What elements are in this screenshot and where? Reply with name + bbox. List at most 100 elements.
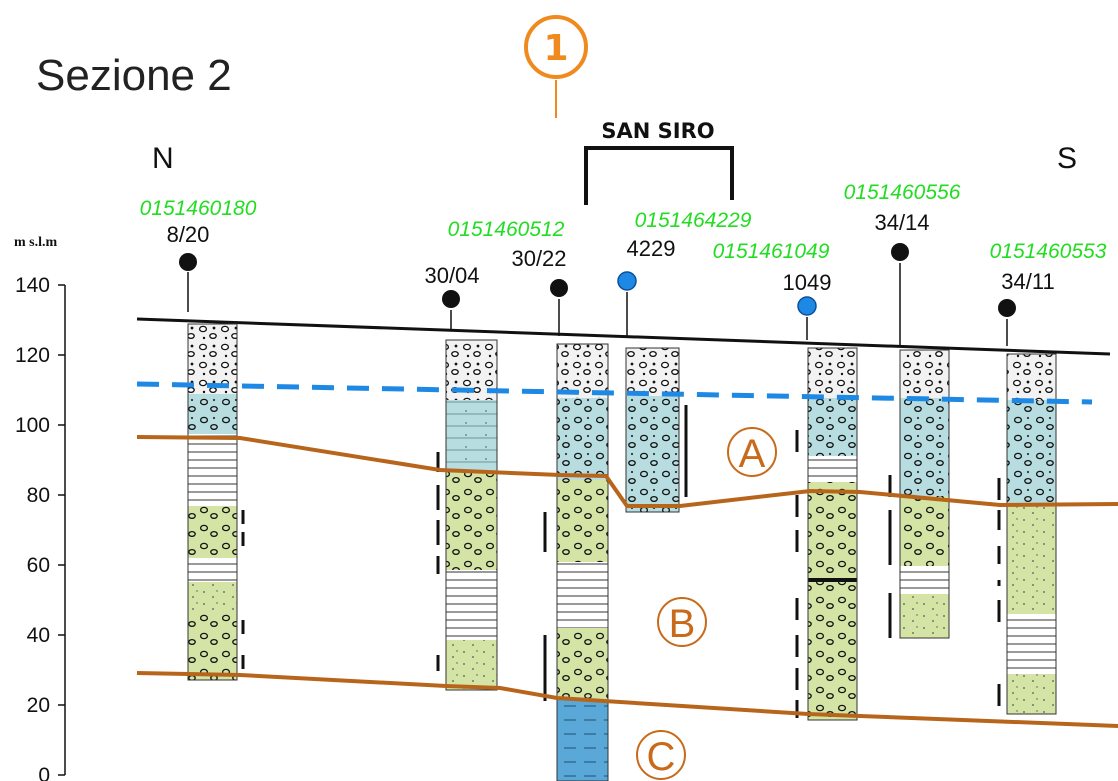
- column-outline: [625, 347, 680, 513]
- column-well-2: [436, 339, 498, 691]
- layer-gravel-aquifer: [1007, 400, 1056, 504]
- layer-gravel: [1007, 354, 1056, 400]
- column-outline: [187, 323, 238, 681]
- marker-circle: [524, 15, 588, 79]
- well-code: 0151461049: [713, 240, 830, 263]
- layer-green-gravel: [557, 628, 608, 700]
- well-code: 0151464229: [635, 209, 752, 232]
- layer-gravel: [808, 348, 857, 398]
- layer-blue-clay: [557, 700, 608, 781]
- site-bracket: [584, 146, 734, 205]
- column-outline: [445, 339, 498, 691]
- well-head: 0151461049 1049: [713, 240, 832, 340]
- column-outline: [1006, 353, 1057, 715]
- site-label: SAN SIRO: [601, 119, 714, 143]
- svg-text:B: B: [669, 602, 696, 646]
- lithology-columns: [187, 323, 1057, 781]
- water-table: [136, 381, 1093, 405]
- layer-green-gravel: [557, 480, 608, 562]
- well-dot: [442, 290, 460, 308]
- layer-green-sand: [1007, 674, 1056, 714]
- well-name: 1049: [783, 270, 832, 295]
- well-code: 0151460180: [140, 197, 257, 220]
- axis-tick-label: 120: [15, 344, 50, 367]
- layer-green-gravel: [188, 506, 237, 558]
- svg-text:C: C: [647, 735, 676, 779]
- section-title: Sezione 2: [36, 51, 232, 100]
- well-head: 0151460556 34/14: [844, 181, 961, 345]
- well-dot: [617, 271, 637, 291]
- column-well-3: [543, 343, 609, 781]
- svg-text:A: A: [739, 432, 766, 476]
- axis-tick-label: 140: [15, 274, 50, 297]
- well-name: 34/14: [874, 210, 929, 235]
- well-code: 0151460556: [844, 181, 961, 204]
- column-well-4: [625, 347, 688, 513]
- column-well-7: [997, 353, 1057, 715]
- layer-gravel-aquifer: [626, 396, 679, 512]
- layer-green-gravel: [900, 496, 949, 566]
- layer-clay: [1007, 614, 1056, 674]
- well-dot: [179, 253, 197, 271]
- well-code: 0151460553: [990, 240, 1107, 263]
- zone-b-label: B: [657, 597, 707, 647]
- layer-sand-aquifer: [446, 400, 497, 470]
- layer-clay: [900, 566, 949, 594]
- layer-gravel: [900, 350, 949, 398]
- layer-green-sand: [1007, 504, 1056, 614]
- section-marker: 1: [524, 15, 588, 118]
- axis-tick-label: 80: [27, 484, 50, 507]
- column-well-5: [795, 347, 858, 721]
- marker-number: 1: [543, 28, 568, 69]
- layer-green-gravel: [188, 612, 237, 680]
- well-head: 30/04: [424, 263, 480, 330]
- layer-green-gravel: [808, 582, 857, 720]
- layer-gravel-aquifer: [808, 398, 857, 456]
- well-code: 0151460512: [448, 218, 565, 241]
- column-well-6: [888, 349, 950, 639]
- column-outline: [556, 343, 609, 781]
- well-dot: [550, 279, 568, 297]
- well-dot: [891, 243, 909, 261]
- well-name: 30/04: [424, 263, 479, 288]
- well-name: 8/20: [167, 222, 210, 247]
- well-name: 34/11: [1001, 269, 1054, 294]
- well-dot: [998, 299, 1016, 317]
- layer-gravel-aquifer: [557, 398, 608, 480]
- well-name: 30/22: [511, 246, 566, 271]
- layer-green-sand: [446, 640, 497, 690]
- zone-a-label: A: [727, 427, 777, 477]
- layer-clay: [557, 562, 608, 628]
- ground-surface: [136, 317, 1111, 356]
- layer-clay: [808, 456, 857, 482]
- layer-green-gravel: [808, 482, 857, 578]
- boundary-b-c: [136, 671, 1118, 728]
- well-head: 0151460512 30/22: [448, 218, 568, 336]
- axis-tick-label: 20: [27, 694, 50, 717]
- well-heads: 01514601808/2030/04015146051230/22015146…: [140, 181, 1107, 346]
- well-name: 4229: [627, 236, 676, 261]
- well-dot: [797, 296, 817, 316]
- layer-clay: [188, 558, 237, 582]
- well-head: 0151460553 34/11: [990, 240, 1107, 346]
- axis-unit: m s.l.m: [14, 235, 58, 250]
- axis-tick-label: 100: [15, 414, 50, 437]
- layer-gravel-aquifer: [900, 398, 949, 496]
- north-label: N: [152, 142, 174, 175]
- layer-gravel: [188, 324, 237, 394]
- layer-green-sand: [900, 594, 949, 638]
- layer-gravel-aquifer: [188, 394, 237, 434]
- layer-clay: [188, 434, 237, 506]
- layer-gravel: [626, 348, 679, 396]
- south-label: S: [1057, 142, 1077, 175]
- axis-tick-label: 40: [27, 624, 50, 647]
- column-outline: [807, 347, 858, 721]
- axis-tick-label: 0: [38, 764, 50, 781]
- layer-gravel: [557, 344, 608, 398]
- layer-green-gravel: [446, 470, 497, 570]
- well-head: 0151464229 4229: [617, 209, 752, 336]
- column-well-1: [187, 323, 245, 681]
